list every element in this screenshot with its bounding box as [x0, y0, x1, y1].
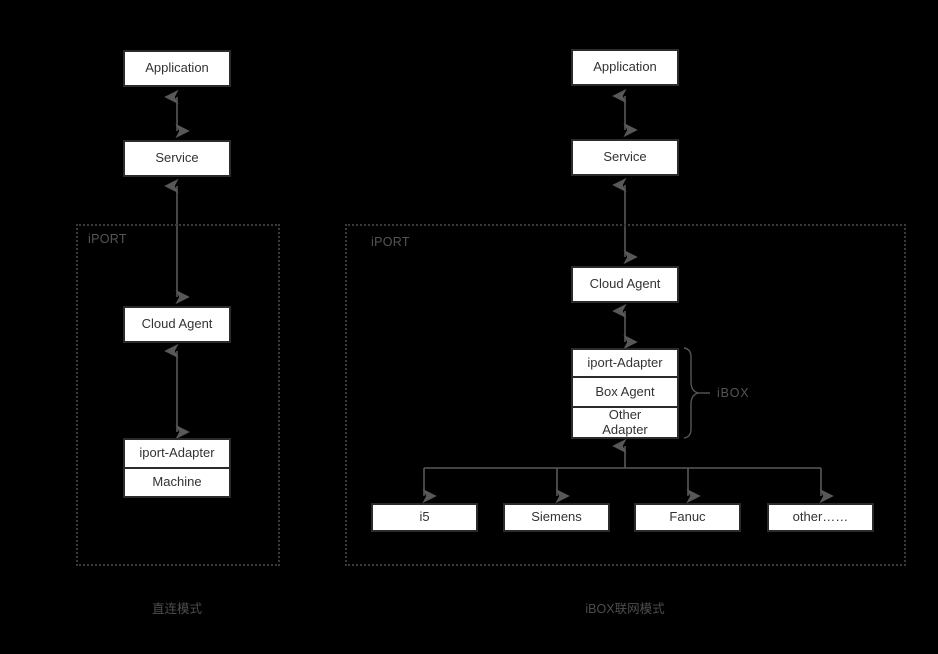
- brace-label-ibox: iBOX: [717, 386, 750, 400]
- node-box-agent[interactable]: Box Agent: [571, 377, 679, 407]
- group-iport-right: [345, 224, 906, 566]
- node-application-left[interactable]: Application: [123, 50, 231, 87]
- caption-direct-mode: 直连模式: [151, 602, 202, 616]
- node-machine-siemens[interactable]: Siemens: [503, 503, 610, 532]
- node-machine-other[interactable]: other……: [767, 503, 874, 532]
- group-iport-left: [76, 224, 280, 566]
- node-machine-i5[interactable]: i5: [371, 503, 478, 532]
- node-cloud-agent-right[interactable]: Cloud Agent: [571, 266, 679, 303]
- node-cloud-agent-left[interactable]: Cloud Agent: [123, 306, 231, 343]
- node-service-right[interactable]: Service: [571, 139, 679, 176]
- group-label-iport-left: iPORT: [88, 232, 127, 246]
- caption-ibox-mode: iBOX联网模式: [585, 602, 665, 616]
- node-service-left[interactable]: Service: [123, 140, 231, 177]
- group-label-iport-right: iPORT: [371, 235, 410, 249]
- node-machine-left[interactable]: Machine: [123, 468, 231, 498]
- node-machine-fanuc[interactable]: Fanuc: [634, 503, 741, 532]
- node-other-adapter[interactable]: Other Adapter: [571, 407, 679, 439]
- node-application-right[interactable]: Application: [571, 49, 679, 86]
- node-iport-adapter-left[interactable]: iport-Adapter: [123, 438, 231, 468]
- node-iport-adapter-right[interactable]: iport-Adapter: [571, 348, 679, 377]
